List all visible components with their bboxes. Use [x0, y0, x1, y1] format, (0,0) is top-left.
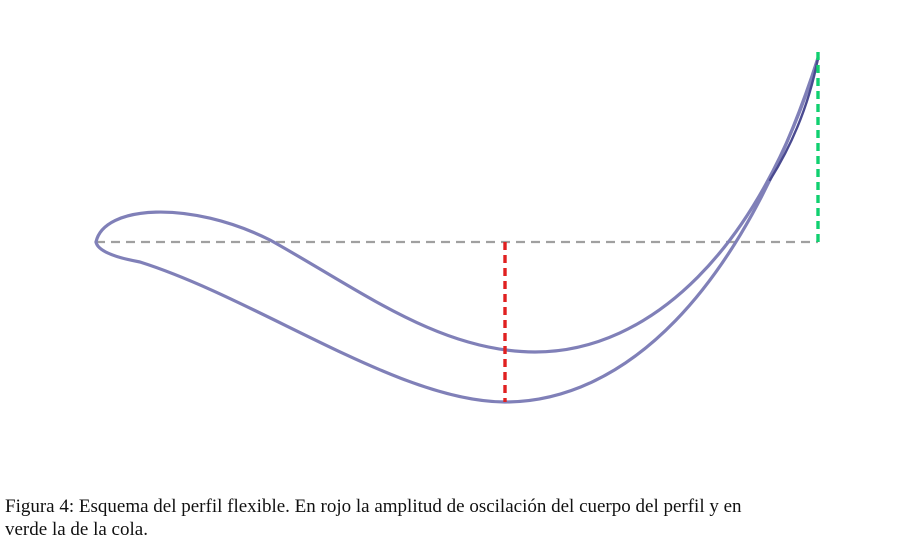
- profile-upper-surface: [94, 56, 820, 354]
- profile-lower-surface: [94, 56, 820, 404]
- caption-line-2: verde la de la cola.: [5, 519, 148, 540]
- caption-line-1: Figura 4: Esquema del perfil flexible. E…: [5, 496, 742, 517]
- figure-caption: Figura 4: Esquema del perfil flexible. E…: [5, 495, 905, 541]
- profile-tail-edge: [768, 56, 820, 182]
- flexible-profile-figure: [94, 52, 820, 404]
